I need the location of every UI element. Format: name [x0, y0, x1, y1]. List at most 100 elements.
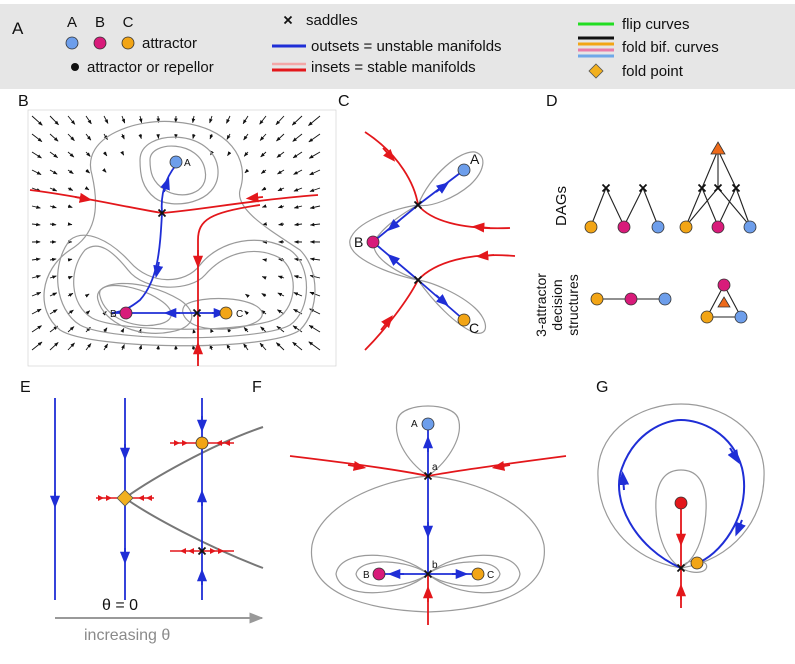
panel-label-e: E [20, 379, 31, 396]
vector-arrow [103, 133, 108, 140]
attractor-b [372, 567, 386, 581]
vector-arrow [49, 187, 58, 192]
vector-arrow [84, 186, 90, 191]
panel-b: B A B [18, 93, 337, 367]
legend-fold-point-text: fold point [622, 63, 684, 80]
vector-arrow [309, 222, 321, 227]
vector-arrow [85, 169, 90, 174]
vector-arrow [120, 133, 125, 140]
decision-node-a [734, 310, 748, 324]
vector-arrow [49, 257, 57, 262]
vector-arrow [227, 151, 232, 156]
vector-arrow [243, 343, 249, 351]
legend-insets-text: insets = stable manifolds [311, 59, 476, 76]
vector-arrow [49, 204, 57, 209]
label-c: C [469, 320, 479, 336]
decision-label-line2: decision [549, 279, 565, 330]
vector-arrow [259, 115, 267, 125]
vector-arrow [309, 187, 321, 192]
attractor-a [421, 417, 435, 431]
panel-c: C A B C [338, 93, 516, 351]
vector-arrow [259, 133, 267, 141]
vector-arrow [31, 341, 43, 351]
panel-e: E θ = 0 increasing θ [20, 379, 264, 644]
legend-panel: A A B C attractor attractor or repellor … [0, 4, 795, 89]
vector-arrow [31, 257, 41, 262]
unstable-arrow [618, 471, 630, 491]
panel-f: F A B C a b [252, 379, 567, 625]
dag-saddle [697, 183, 707, 193]
panel-g-contours [597, 403, 765, 573]
vector-arrow [226, 133, 231, 140]
label-a: A [184, 158, 191, 169]
vector-arrow [49, 309, 58, 315]
dag-node-a [743, 220, 757, 234]
attractor-c [471, 567, 485, 581]
unstable-arrow [435, 294, 449, 307]
vector-arrow [277, 292, 285, 297]
label-b: B [354, 234, 363, 250]
vector-arrow [293, 169, 303, 175]
vector-arrow [308, 151, 321, 159]
legend-attractor-text: attractor [142, 35, 197, 52]
legend-attractor-repellor-text: attractor or repellor [87, 59, 214, 76]
legend-attractor-c-dot [121, 36, 135, 50]
unstable-arrow [735, 519, 746, 537]
stable-tick-arrows [98, 440, 230, 554]
vector-arrow [31, 115, 43, 126]
vector-arrow [31, 133, 43, 142]
unstable-manifold [618, 418, 746, 569]
dag-saddle [731, 183, 741, 193]
label-b: B [363, 570, 370, 581]
vector-arrow [67, 342, 75, 351]
vector-arrow [49, 292, 58, 297]
vector-arrow [103, 115, 109, 124]
legend-outsets-text: outsets = unstable manifolds [311, 38, 502, 55]
unstable-arrow [387, 219, 401, 232]
contour [417, 151, 484, 207]
vector-arrow [276, 151, 285, 158]
vector-arrow [67, 133, 75, 141]
unstable-arrow [387, 253, 401, 266]
decision-label-line3: structures [565, 274, 581, 335]
vector-arrow [103, 343, 108, 351]
vector-arrow [103, 327, 108, 333]
contour [349, 204, 419, 281]
decision-node-b [624, 292, 638, 306]
vector-arrow [308, 115, 321, 126]
panel-b-contours [43, 120, 316, 347]
stable-arrow [471, 222, 491, 233]
decision-triangle-edges [706, 283, 742, 318]
legend-attractor-b-dot [93, 36, 107, 50]
unstable-arrow [435, 182, 450, 194]
stable-arrow [491, 460, 511, 471]
panel-c-contours [349, 151, 487, 334]
fold-point-marker [116, 489, 134, 507]
vector-arrow [67, 115, 76, 125]
contour [57, 234, 308, 339]
label-a: A [470, 151, 480, 167]
legend-attractor-a-dot [65, 36, 79, 50]
stable-arrow [245, 192, 264, 203]
decision-node-b [717, 278, 731, 292]
vector-arrow [244, 168, 250, 174]
unstable-arrow [727, 447, 740, 465]
vector-arrow [85, 343, 92, 351]
vector-arrow [103, 151, 108, 157]
unstable-arrow [160, 177, 170, 193]
saddle-label-b: b [432, 560, 438, 571]
vector-arrow [121, 344, 125, 351]
decision-center-triangle [717, 296, 731, 308]
vector-arrow [277, 169, 285, 175]
vector-arrow [67, 204, 73, 208]
vector-arrow [209, 133, 214, 140]
decision-node-a [658, 292, 672, 306]
vector-arrow [260, 326, 267, 333]
legend-fold-point-icon [588, 63, 604, 79]
vector-arrow [293, 187, 303, 192]
vector-arrow [261, 276, 267, 280]
unstable-manifold [111, 212, 163, 314]
attractor-c [195, 436, 209, 450]
contour [149, 145, 207, 196]
